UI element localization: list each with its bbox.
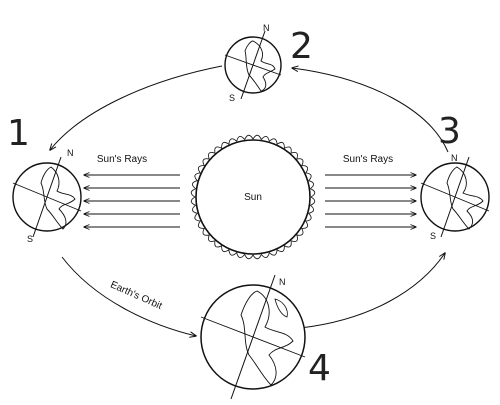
sun-rays-left-label: Sun's Rays — [97, 154, 147, 165]
position-number-2: 2 — [290, 26, 313, 67]
earth-position-4: N — [200, 274, 306, 400]
earth-position-2: N S — [224, 23, 282, 103]
earth-position-1: N S — [12, 148, 82, 244]
sun-rays-right-label: Sun's Rays — [343, 154, 393, 165]
position-number-3: 3 — [438, 111, 461, 152]
position-number-4: 4 — [308, 348, 331, 389]
north-pole-label: N — [451, 153, 458, 163]
north-pole-label: N — [279, 277, 286, 287]
sun-rays-left: Sun's Rays — [84, 154, 180, 227]
sun-label: Sun — [244, 192, 262, 203]
earth-axis — [240, 30, 266, 100]
continent — [40, 166, 76, 230]
continent — [244, 40, 276, 92]
sun-disk — [195, 139, 311, 255]
south-pole-label: S — [229, 93, 235, 103]
orbit-label: Earth's Orbit — [109, 279, 164, 312]
continent — [274, 298, 288, 318]
orbit-arrow-1-to-4 — [61, 256, 196, 336]
orbit-arrow-3-to-2 — [292, 68, 449, 153]
position-number-1: 1 — [7, 113, 30, 154]
south-pole-label: S — [430, 231, 436, 241]
orbit-arrows — [50, 65, 449, 336]
continent — [240, 290, 294, 386]
south-pole-label: S — [27, 234, 33, 244]
sun: Sun — [190, 134, 316, 260]
orbit-arrow-2-to-1 — [50, 65, 223, 150]
north-pole-label: N — [263, 23, 270, 33]
sun-rays-right: Sun's Rays — [325, 154, 416, 227]
orbit-arrow-4-to-3 — [299, 253, 445, 329]
earth-axis — [440, 156, 470, 238]
sun-corona — [190, 134, 316, 260]
earth-axis — [230, 274, 276, 400]
earth-axis — [32, 156, 62, 238]
earth-position-3: N S — [420, 153, 490, 241]
north-pole-label: N — [67, 148, 74, 158]
continent — [446, 166, 484, 230]
